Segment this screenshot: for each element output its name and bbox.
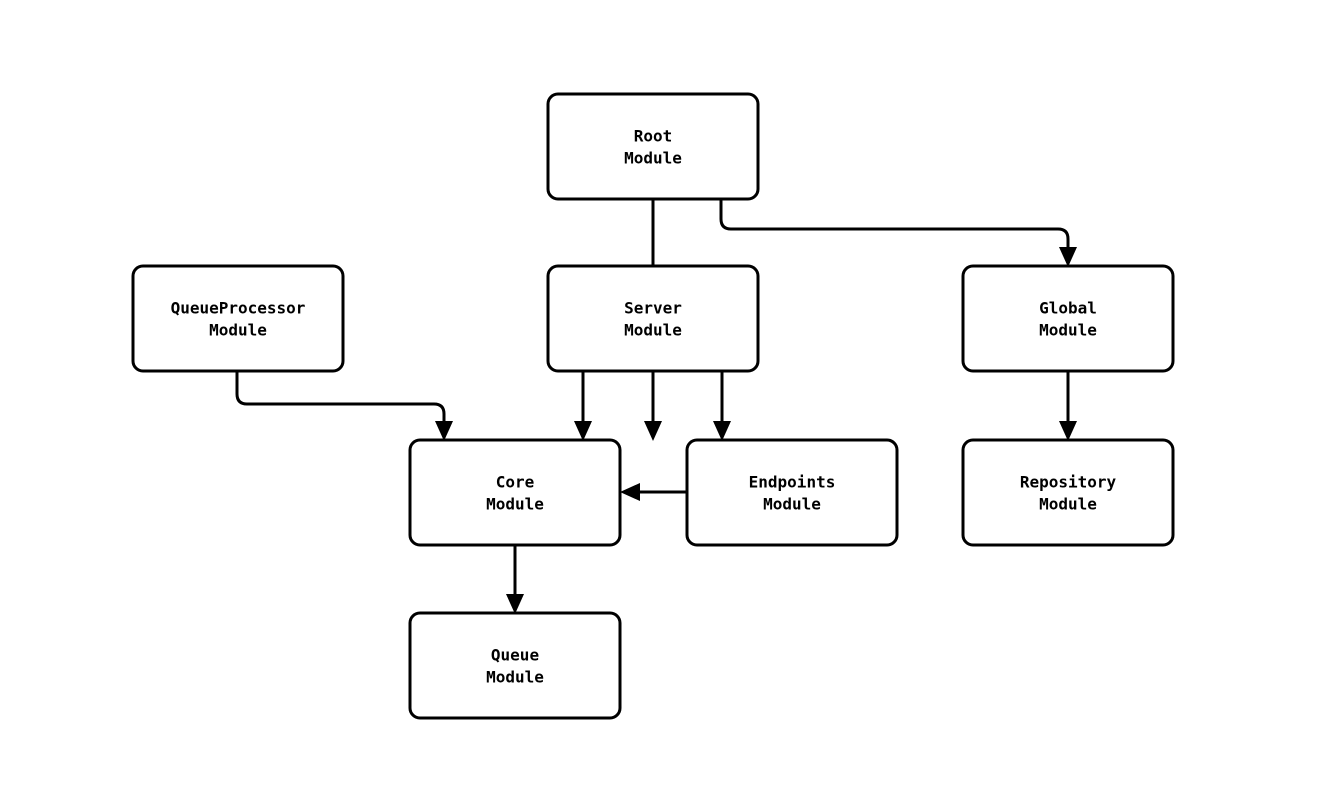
edge-line	[235, 371, 446, 426]
node-label-line1: Queue	[491, 646, 539, 665]
edge-layer	[235, 199, 1077, 614]
node-label-line1: Global	[1039, 299, 1097, 318]
edge-line	[719, 199, 1070, 252]
edge-root-to-global	[719, 199, 1077, 267]
node-box[interactable]	[546, 264, 760, 373]
node-endpoints[interactable]: Endpoints Module	[685, 438, 899, 547]
node-label-line2: Module	[763, 495, 821, 514]
node-server[interactable]: Server Module	[546, 264, 760, 373]
arrowhead-icon	[574, 421, 592, 441]
node-label-line1: Repository	[1020, 473, 1117, 492]
arrowhead-icon	[620, 483, 640, 501]
edge-core-to-queue	[506, 545, 524, 614]
node-box[interactable]	[685, 438, 899, 547]
edge-endpoints-to-core	[620, 483, 687, 501]
node-label-line2: Module	[486, 668, 544, 687]
arrowhead-icon	[435, 421, 453, 441]
edge-server-to-endpoints	[713, 371, 731, 441]
node-layer: Root Module QueueProcessor Module Server…	[131, 92, 1175, 720]
node-label-line2: Module	[486, 495, 544, 514]
arrowhead-icon	[1059, 247, 1077, 267]
node-repository[interactable]: Repository Module	[961, 438, 1175, 547]
node-label-line2: Module	[624, 149, 682, 168]
edge-server-to-core	[574, 371, 592, 441]
node-box[interactable]	[961, 264, 1175, 373]
node-label-line1: Core	[496, 473, 535, 492]
node-global[interactable]: Global Module	[961, 264, 1175, 373]
node-box[interactable]	[408, 611, 622, 720]
arrowhead-icon	[713, 421, 731, 441]
node-box[interactable]	[961, 438, 1175, 547]
edge-global-to-repository	[1059, 371, 1077, 441]
node-queue[interactable]: Queue Module	[408, 611, 622, 720]
node-label-line1: QueueProcessor	[171, 299, 306, 318]
node-label-line2: Module	[209, 321, 267, 340]
node-queueprocessor[interactable]: QueueProcessor Module	[131, 264, 345, 373]
arrowhead-icon	[506, 594, 524, 614]
node-label-line1: Server	[624, 299, 682, 318]
node-box[interactable]	[131, 264, 345, 373]
node-box[interactable]	[408, 438, 622, 547]
node-label-line2: Module	[1039, 495, 1097, 514]
node-box[interactable]	[546, 92, 760, 201]
node-label-line1: Endpoints	[749, 473, 836, 492]
arrowhead-icon	[1059, 421, 1077, 441]
node-core[interactable]: Core Module	[408, 438, 622, 547]
node-root[interactable]: Root Module	[546, 92, 760, 201]
node-label-line2: Module	[1039, 321, 1097, 340]
edge-queueprocessor-to-core	[235, 371, 453, 441]
node-label-line1: Root	[634, 127, 673, 146]
node-label-line2: Module	[624, 321, 682, 340]
arrowhead-icon	[644, 421, 662, 441]
